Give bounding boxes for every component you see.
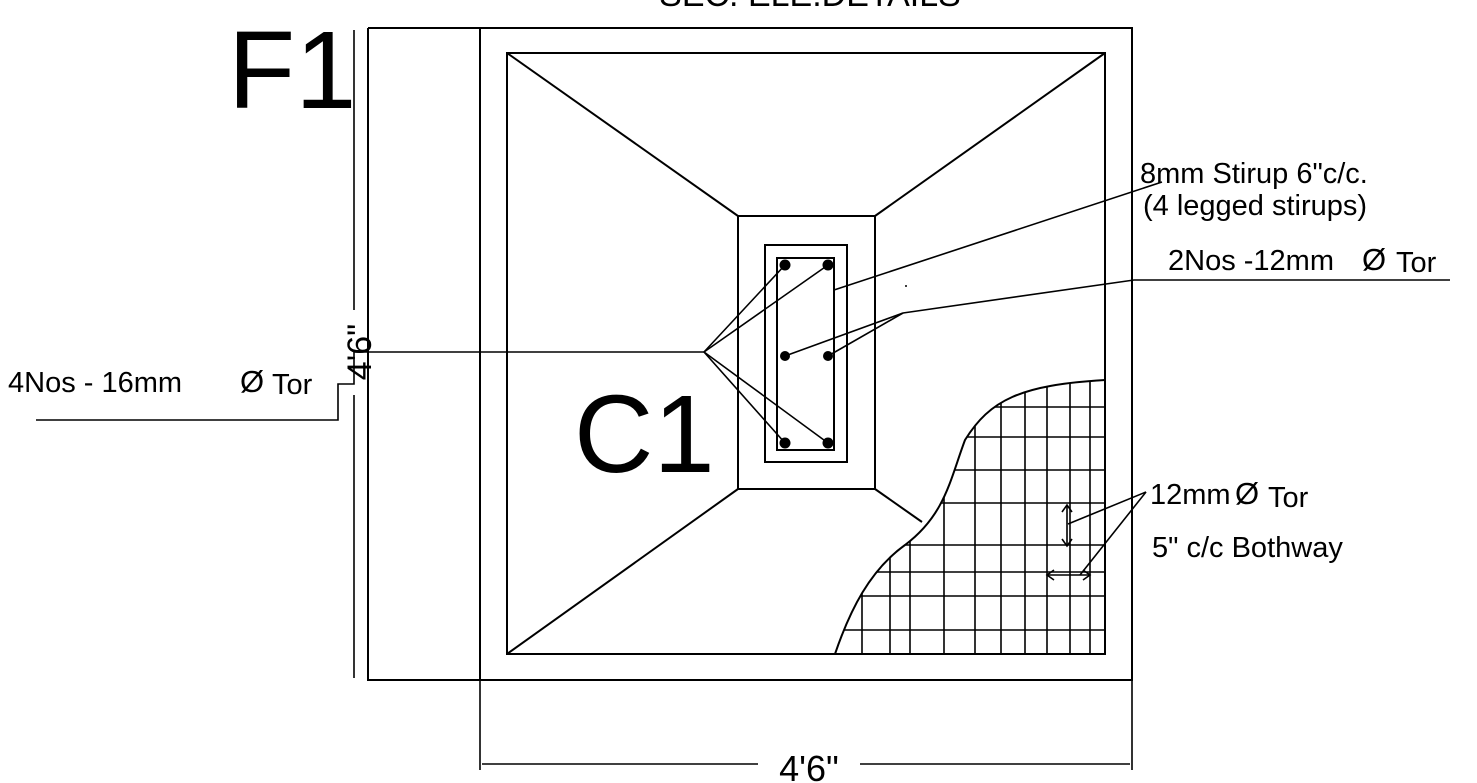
diameter-symbol: Ø <box>1362 242 1386 277</box>
mesh-leader <box>1079 491 1147 576</box>
footing-left-ext <box>367 28 480 681</box>
rebars <box>779 259 834 449</box>
stirrup-callout-line2: (4 legged stirups) <box>1143 190 1367 222</box>
diameter-symbol: Ø <box>1235 476 1259 511</box>
leader-line <box>784 312 904 357</box>
stirrup-outline <box>776 257 835 451</box>
main-bars-callout-prefix: 4Nos - 16mm <box>8 367 182 399</box>
dimension-horizontal: 4'6" <box>779 748 839 783</box>
stray-dot <box>905 285 907 287</box>
mesh-callout-prefix: 12mm <box>1150 479 1231 511</box>
main-bars-leader <box>36 351 704 421</box>
mesh-callout-suffix: Tor <box>1268 482 1309 514</box>
leader-line <box>703 264 786 353</box>
column-mark: C1 <box>574 373 715 496</box>
main-bars-callout-suffix: Tor <box>272 369 313 401</box>
footing-inner-outline <box>506 52 1106 655</box>
leader-line <box>703 351 829 444</box>
middle-bars-callout-suffix: Tor <box>1396 247 1437 279</box>
slope-line-br <box>874 488 923 523</box>
arrowhead <box>1061 503 1073 513</box>
column-outline <box>764 244 848 463</box>
pedestal-outline <box>737 215 876 490</box>
footing-mark: F1 <box>228 9 356 132</box>
slope-line-tl <box>506 52 739 217</box>
drawing-header: SEC. ELE.DETAILS <box>659 0 961 14</box>
reinforcement-mesh <box>835 380 1105 654</box>
middle-bars-leader <box>902 279 1450 314</box>
mesh-callout-line2: 5" c/c Bothway <box>1152 532 1343 564</box>
footing-outline <box>479 27 1133 681</box>
mesh-break-curve <box>834 379 1106 655</box>
mesh-leader <box>1067 491 1147 525</box>
dimension-vertical: 4'6" <box>341 324 379 380</box>
diameter-symbol: Ø <box>240 364 264 399</box>
middle-bars-callout-prefix: 2Nos -12mm <box>1168 245 1334 277</box>
slope-line-tr <box>874 52 1106 217</box>
leader-line <box>703 264 829 353</box>
arrowhead <box>1045 569 1055 581</box>
stirrup-leader <box>833 181 1163 291</box>
leader-line <box>827 312 904 357</box>
arrowhead <box>1061 538 1073 548</box>
leader-line <box>703 351 786 444</box>
slope-line-bl <box>506 488 739 655</box>
stirrup-callout-line1: 8mm Stirup 6"c/c. <box>1140 158 1368 190</box>
arrowhead <box>1082 569 1092 581</box>
